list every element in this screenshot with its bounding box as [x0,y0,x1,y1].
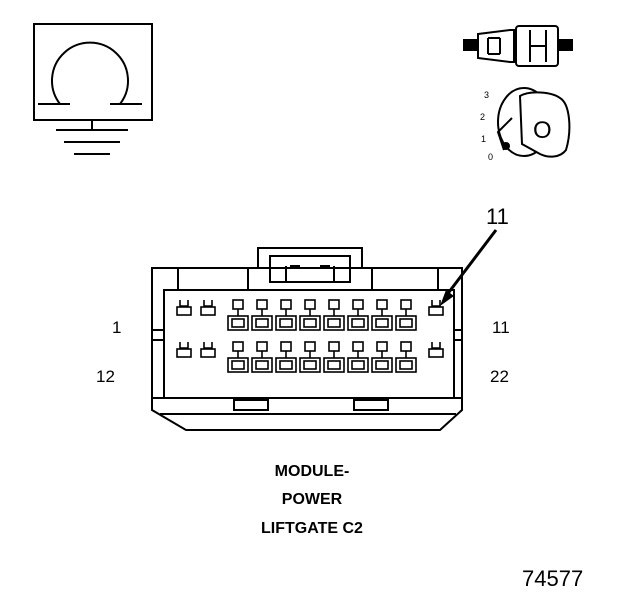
cavity-pin-19 [347,341,369,373]
cavity-pin-2 [200,300,216,316]
figure-number: 74577 [522,566,583,591]
ignition-position-1: 1 [481,134,486,144]
cavity-pin-21 [395,341,417,373]
callout-arrow [440,229,498,306]
cavity-pin-13 [200,342,216,358]
cavity-pin-15 [251,341,273,373]
cavity-pin-22 [428,342,444,358]
cavity-pin-5 [275,299,297,331]
pin-label-bottom-left: 12 [96,367,115,386]
connector-face [151,247,463,431]
ignition-position-3: 3 [484,90,489,100]
cavity-pin-1 [176,300,192,316]
ignition-key-switch-icon: 3 2 1 0 O [480,87,571,162]
cavity-pin-18 [323,341,345,373]
cavity-pin-6 [299,299,321,331]
ignition-position-0: 0 [488,152,493,162]
cavity-pin-9 [371,299,393,331]
ground-resistance-symbol-icon [33,23,153,155]
cavity-pin-17 [299,341,321,373]
cavity-pin-14 [227,341,249,373]
cavity-pin-7 [323,299,345,331]
connector-plug-icon [463,25,573,67]
key-position-mark: O [533,117,552,144]
caption-line-1: MODULE- [275,463,350,480]
caption-line-2: POWER [282,491,343,508]
cavity-pin-11 [428,300,444,316]
caption-line-3: LIFTGATE C2 [261,520,363,537]
ignition-position-2: 2 [480,112,485,122]
cavity-pin-4 [251,299,273,331]
cavity-pin-3 [227,299,249,331]
pin-label-top-left: 1 [112,318,121,337]
connector-cavities [176,299,444,373]
cavity-pin-10 [395,299,417,331]
pin-label-top-right: 11 [492,318,510,337]
cavity-pin-8 [347,299,369,331]
callout-pin-number: 11 [486,204,509,229]
pin-label-bottom-right: 22 [490,367,509,386]
cavity-pin-20 [371,341,393,373]
cavity-pin-16 [275,341,297,373]
cavity-pin-12 [176,342,192,358]
